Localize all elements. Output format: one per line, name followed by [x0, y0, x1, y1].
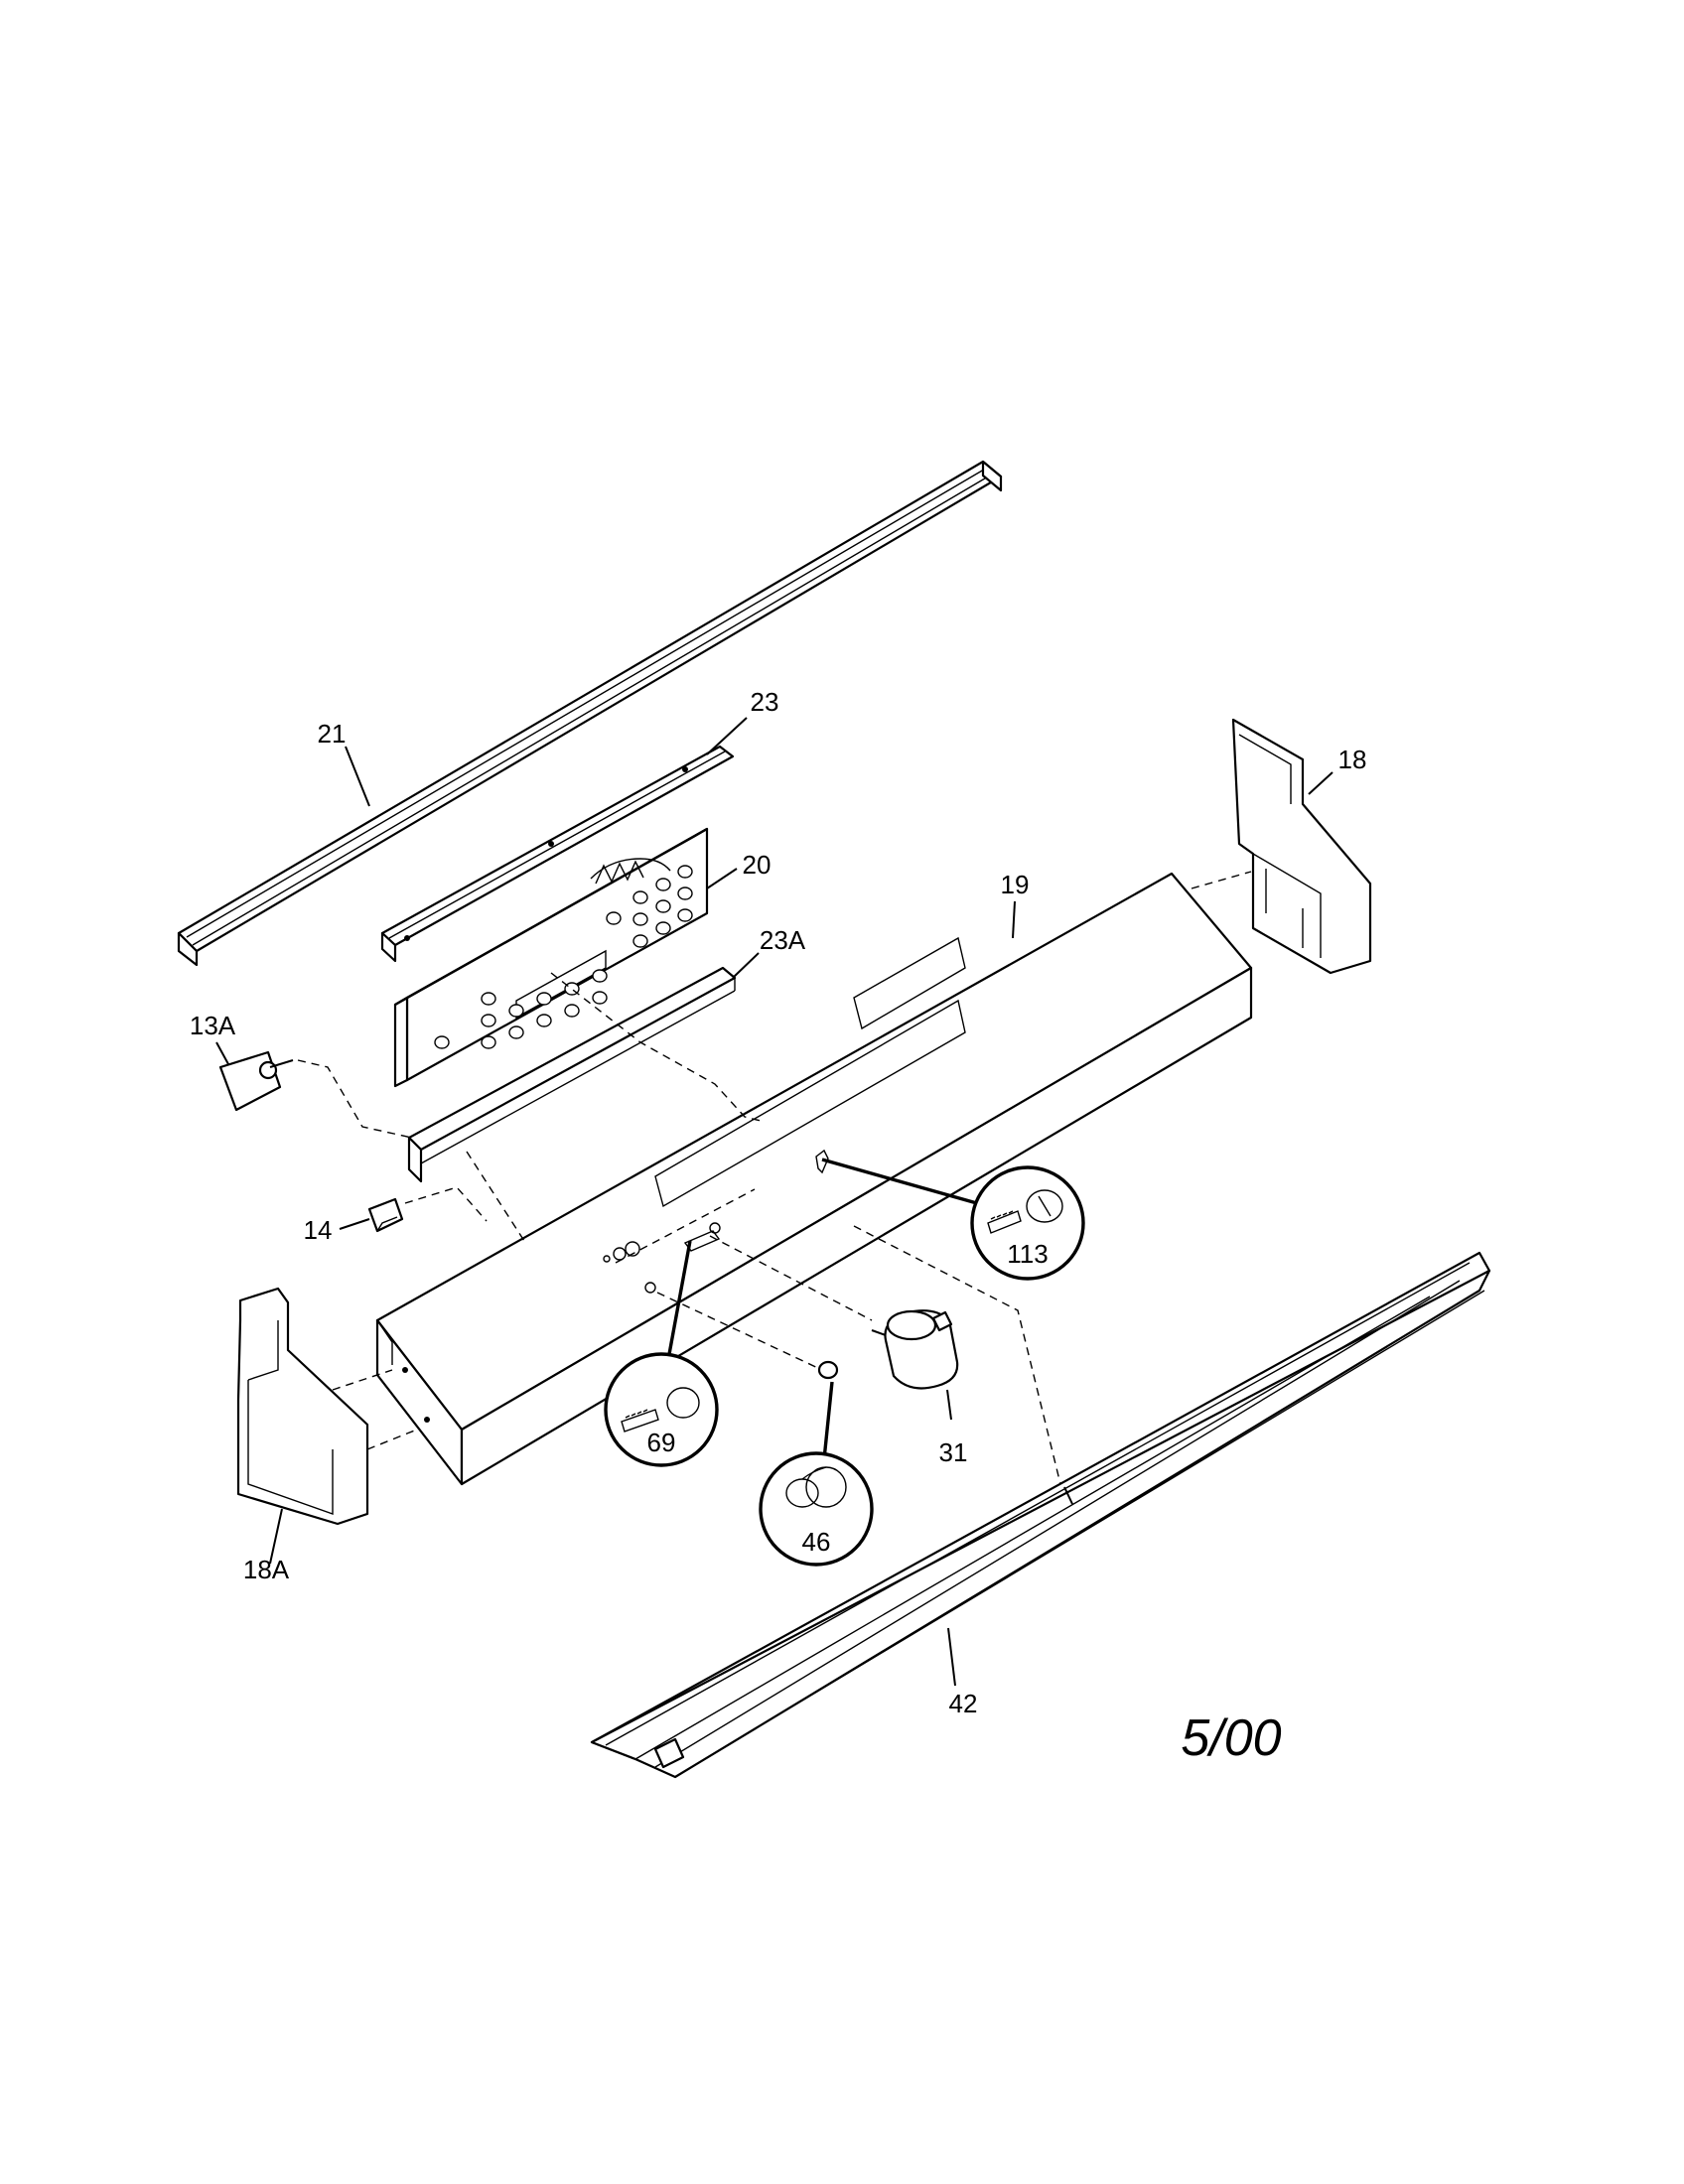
leader-23: [706, 717, 748, 755]
label-46: 46: [802, 1527, 831, 1557]
callout-69: [604, 1240, 719, 1467]
label-31: 31: [939, 1437, 968, 1467]
part-18A-left-end-cap: [236, 1287, 369, 1526]
leader-14: [339, 1218, 370, 1230]
leader-13A: [215, 1041, 229, 1065]
part-20-control-board: [393, 827, 709, 1088]
part-18-right-end-cap: [1231, 718, 1372, 975]
control-board-buttons: [434, 865, 693, 1049]
leader-20: [706, 868, 738, 889]
label-19: 19: [1001, 870, 1030, 899]
assembly-lines: [297, 871, 1252, 1485]
leader-23A: [732, 952, 760, 979]
leader-21: [345, 746, 370, 807]
label-23A: 23A: [760, 925, 806, 955]
date-code: 5/00: [1181, 1709, 1281, 1767]
part-14-clip: [367, 1197, 404, 1233]
leader-18: [1308, 771, 1333, 795]
leader-42: [947, 1627, 956, 1687]
part-31-knob: [871, 1309, 959, 1390]
part-42-bottom-trim: [590, 1251, 1491, 1779]
part-23-upper-bracket: [380, 745, 735, 963]
label-23: 23: [751, 687, 779, 717]
label-18A: 18A: [243, 1555, 290, 1584]
label-69: 69: [647, 1428, 676, 1457]
label-18: 18: [1338, 745, 1367, 774]
leader-18A: [269, 1508, 283, 1565]
label-21: 21: [318, 719, 347, 749]
leader-31: [946, 1389, 952, 1421]
label-14: 14: [304, 1215, 333, 1245]
label-42: 42: [949, 1689, 978, 1718]
callout-46: [759, 1360, 874, 1567]
label-20: 20: [743, 850, 772, 880]
callout-113: [821, 1158, 1085, 1281]
part-46-small-knob: [817, 1360, 839, 1380]
label-13A: 13A: [190, 1011, 236, 1040]
part-13A-switch: [218, 1050, 294, 1112]
label-113: 113: [1007, 1239, 1048, 1269]
leader-19: [1012, 900, 1016, 939]
part-21-top-trim: [177, 460, 1003, 967]
